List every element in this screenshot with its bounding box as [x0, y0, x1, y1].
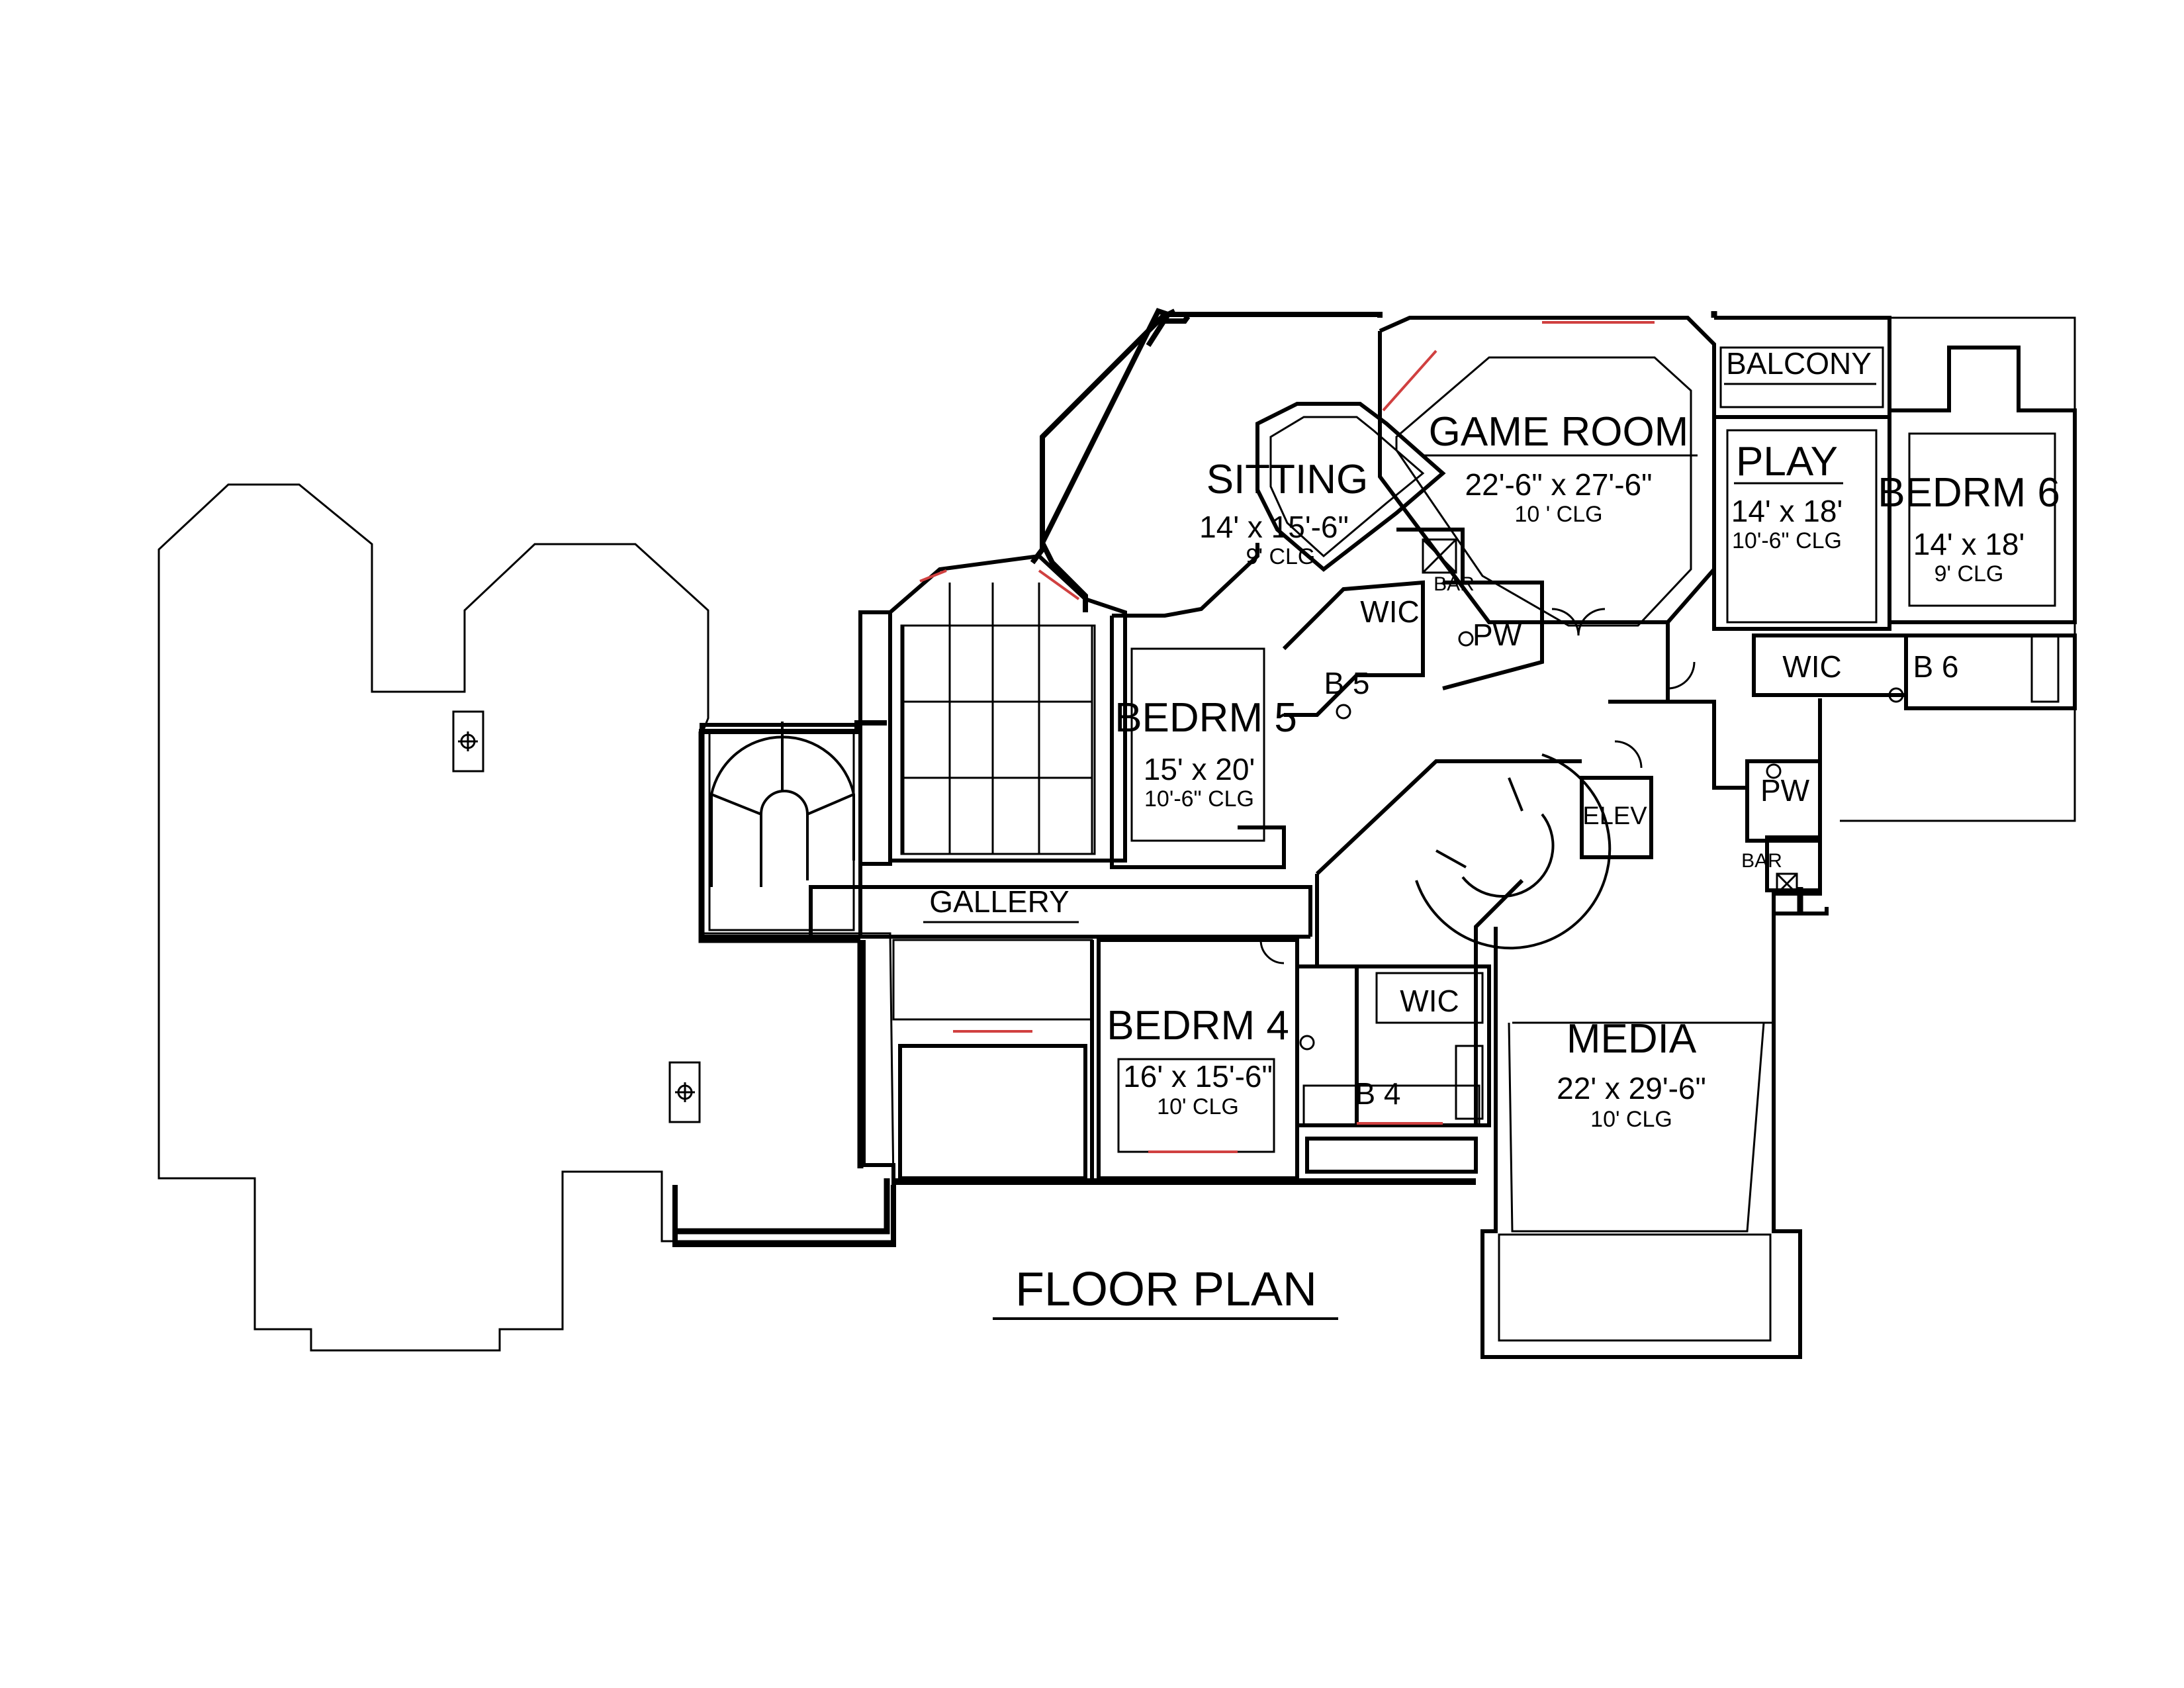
sitting-name: SITTING: [1206, 457, 1369, 502]
media-name: MEDIA: [1567, 1016, 1697, 1062]
exterior-walls: [699, 308, 1383, 933]
sitting-size: 14' x 15'-6": [1199, 510, 1349, 544]
bedrm4-name: BEDRM 4: [1107, 1003, 1289, 1049]
bedrm5-ceiling: 10'-6" CLG: [1144, 786, 1254, 812]
plumbing-fixtures: [1299, 631, 2060, 1120]
room-labels: GAME ROOM 22'-6" x 27'-6" 10 ' CLG SITTI…: [923, 346, 2060, 1132]
solarium-grid: [902, 583, 1093, 855]
windows: [919, 321, 1655, 1153]
game-room-name: GAME ROOM: [1429, 409, 1689, 455]
play-size: 14' x 18': [1731, 494, 1843, 528]
door-swings: [1259, 608, 1696, 964]
bedrm4-size: 16' x 15'-6": [1123, 1059, 1273, 1094]
wic-bed6-label: WIC: [1782, 649, 1841, 684]
roof-vent-icon: [458, 731, 695, 1102]
bedrm6-ceiling: 9' CLG: [1934, 561, 2004, 586]
media-ceiling: 10' CLG: [1590, 1107, 1672, 1132]
bath5-label: B 5: [1324, 666, 1369, 700]
spiral-stair-left: [710, 722, 855, 887]
spiral-stair-center: [1415, 753, 1612, 950]
bar-fixture-icon: [1422, 538, 1798, 895]
exterior-shell: [675, 311, 1803, 1235]
sitting-ceiling: 9' CLG: [1246, 544, 1316, 569]
bar-right-label: BAR: [1741, 850, 1782, 872]
wic-bed4-label: WIC: [1400, 984, 1459, 1018]
bedrm6-size: 14' x 18': [1913, 527, 2025, 561]
roof-outline: [158, 483, 895, 1352]
balcony-label: BALCONY: [1726, 346, 1872, 381]
gallery-label: GALLERY: [929, 884, 1069, 919]
media-size: 22' x 29'-6": [1557, 1071, 1706, 1105]
wic-bed5-label: WIC: [1360, 594, 1419, 629]
bedrm5-name: BEDRM 5: [1115, 695, 1297, 741]
plan-title: FLOOR PLAN: [1015, 1263, 1317, 1316]
game-room-ceiling: 10 ' CLG: [1514, 502, 1602, 527]
bedrm4-ceiling: 10' CLG: [1157, 1094, 1239, 1119]
bedrm6-name: BEDRM 6: [1878, 470, 2060, 516]
bath4-label: B 4: [1355, 1076, 1400, 1111]
play-name: PLAY: [1736, 439, 1838, 485]
bar-upper-label: BAR: [1433, 573, 1475, 595]
game-room-size: 22'-6" x 27'-6": [1465, 467, 1653, 502]
bedrm5-size: 15' x 20': [1144, 752, 1255, 786]
elev-label: ELEV: [1582, 802, 1647, 830]
pw-center-label: PW: [1473, 618, 1522, 652]
play-ceiling: 10'-6" CLG: [1732, 528, 1842, 553]
bath6-label: B 6: [1913, 649, 1958, 684]
pw-right-label: PW: [1760, 773, 1810, 808]
